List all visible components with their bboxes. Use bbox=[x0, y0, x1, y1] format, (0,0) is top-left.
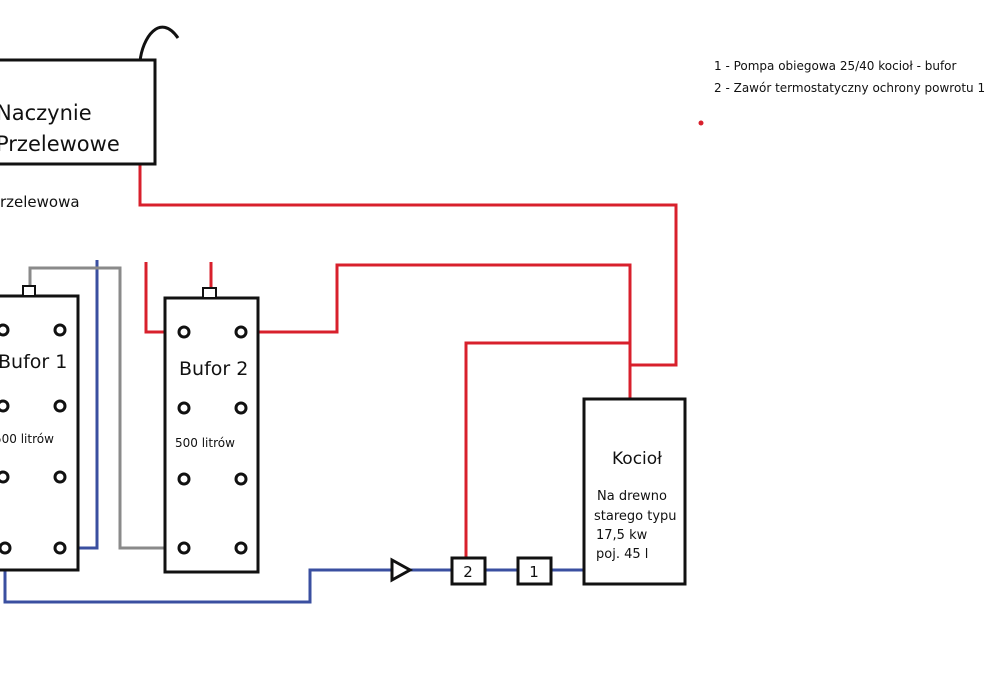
buffer1-top-port bbox=[22, 285, 36, 297]
thermostatic-valve-box bbox=[450, 556, 487, 586]
buffer1-tank bbox=[0, 294, 80, 572]
boiler-title: Kocioł bbox=[612, 449, 662, 469]
buffer2-tank bbox=[163, 296, 260, 574]
valve-number: 2 bbox=[463, 563, 473, 581]
buffer2-capacity: 500 litrów bbox=[175, 436, 235, 450]
legend-item-1: 1 - Pompa obiegowa 25/40 kocioł - bufor bbox=[714, 59, 957, 73]
boiler-desc-2: starego typu bbox=[594, 509, 677, 524]
boiler-desc-1: Na drewno bbox=[597, 489, 667, 504]
boiler-desc-3: 17,5 kw bbox=[596, 528, 648, 543]
boiler bbox=[582, 397, 687, 586]
main-return-pipe bbox=[3, 548, 392, 604]
buffer2-right-supply-pipe bbox=[241, 263, 632, 398]
overflow-vessel bbox=[0, 58, 157, 166]
supply-pipes bbox=[138, 165, 678, 558]
legend-item-2: 2 - Zawór termostatyczny ochrony powrotu… bbox=[714, 81, 985, 95]
return-pipes bbox=[0, 260, 584, 604]
circulation-pump-box bbox=[516, 556, 553, 586]
red-dot bbox=[698, 120, 704, 126]
check-valve-icon bbox=[390, 557, 414, 583]
overflow-pipe-label: rzelewowa bbox=[0, 193, 80, 211]
boiler-desc-4: poj. 45 l bbox=[596, 547, 648, 562]
vent-pipe bbox=[28, 266, 184, 550]
buffer2-top-port bbox=[202, 287, 217, 299]
buffer1-title: Bufor 1 bbox=[0, 351, 67, 373]
pump-number: 1 bbox=[529, 563, 539, 581]
buffer1-ports bbox=[0, 323, 67, 555]
buffer1-capacity: 500 litrów bbox=[0, 432, 54, 446]
overflow-supply-pipe bbox=[138, 165, 678, 367]
overflow-vessel-label-1: Naczynie bbox=[0, 101, 92, 125]
buffer2-ports bbox=[177, 325, 248, 555]
buffer2-title: Bufor 2 bbox=[179, 358, 248, 380]
overflow-vessel-label-2: Przelewowe bbox=[0, 132, 120, 156]
overflow-hook bbox=[138, 25, 180, 63]
valve-supply-pipe bbox=[464, 341, 630, 558]
